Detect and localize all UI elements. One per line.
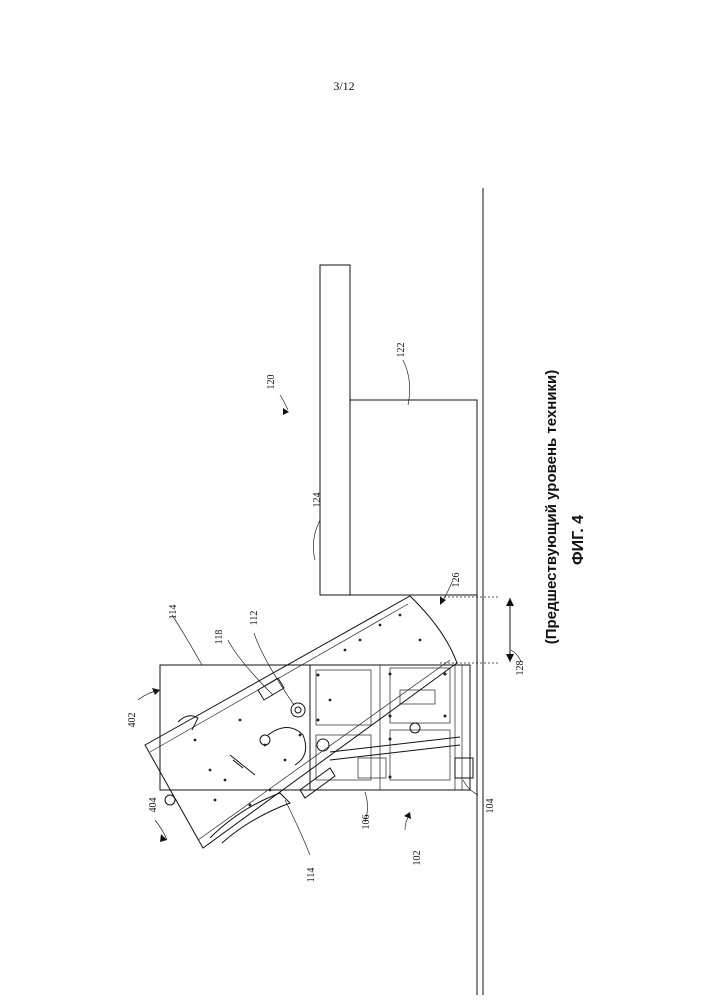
- figure-label: ФИГ. 4: [570, 515, 587, 565]
- ref-402: 402: [127, 713, 138, 728]
- support-122: [350, 400, 477, 595]
- ref-114-top: 114: [168, 605, 179, 620]
- ref-114-bottom: 114: [306, 868, 317, 883]
- ground-line: [477, 188, 483, 995]
- ref-118: 118: [214, 630, 225, 645]
- ref-124: 124: [312, 493, 323, 508]
- prior-art-note: (Предшествующий уровень техники): [543, 370, 560, 645]
- ref-112: 112: [249, 611, 260, 626]
- machine-base-106: [160, 665, 473, 790]
- ref-120: 120: [266, 375, 277, 390]
- ref-106: 106: [361, 815, 372, 830]
- ref-404: 404: [148, 798, 159, 813]
- ref-104: 104: [485, 799, 496, 814]
- leader-lines: [138, 360, 521, 855]
- page-number: 3/12: [333, 79, 354, 93]
- platform-124: [320, 265, 350, 595]
- ref-102: 102: [412, 851, 423, 866]
- ref-128: 128: [515, 661, 526, 676]
- ref-126: 126: [451, 573, 462, 588]
- ref-122: 122: [396, 343, 407, 358]
- tilted-arm-114: [145, 596, 457, 848]
